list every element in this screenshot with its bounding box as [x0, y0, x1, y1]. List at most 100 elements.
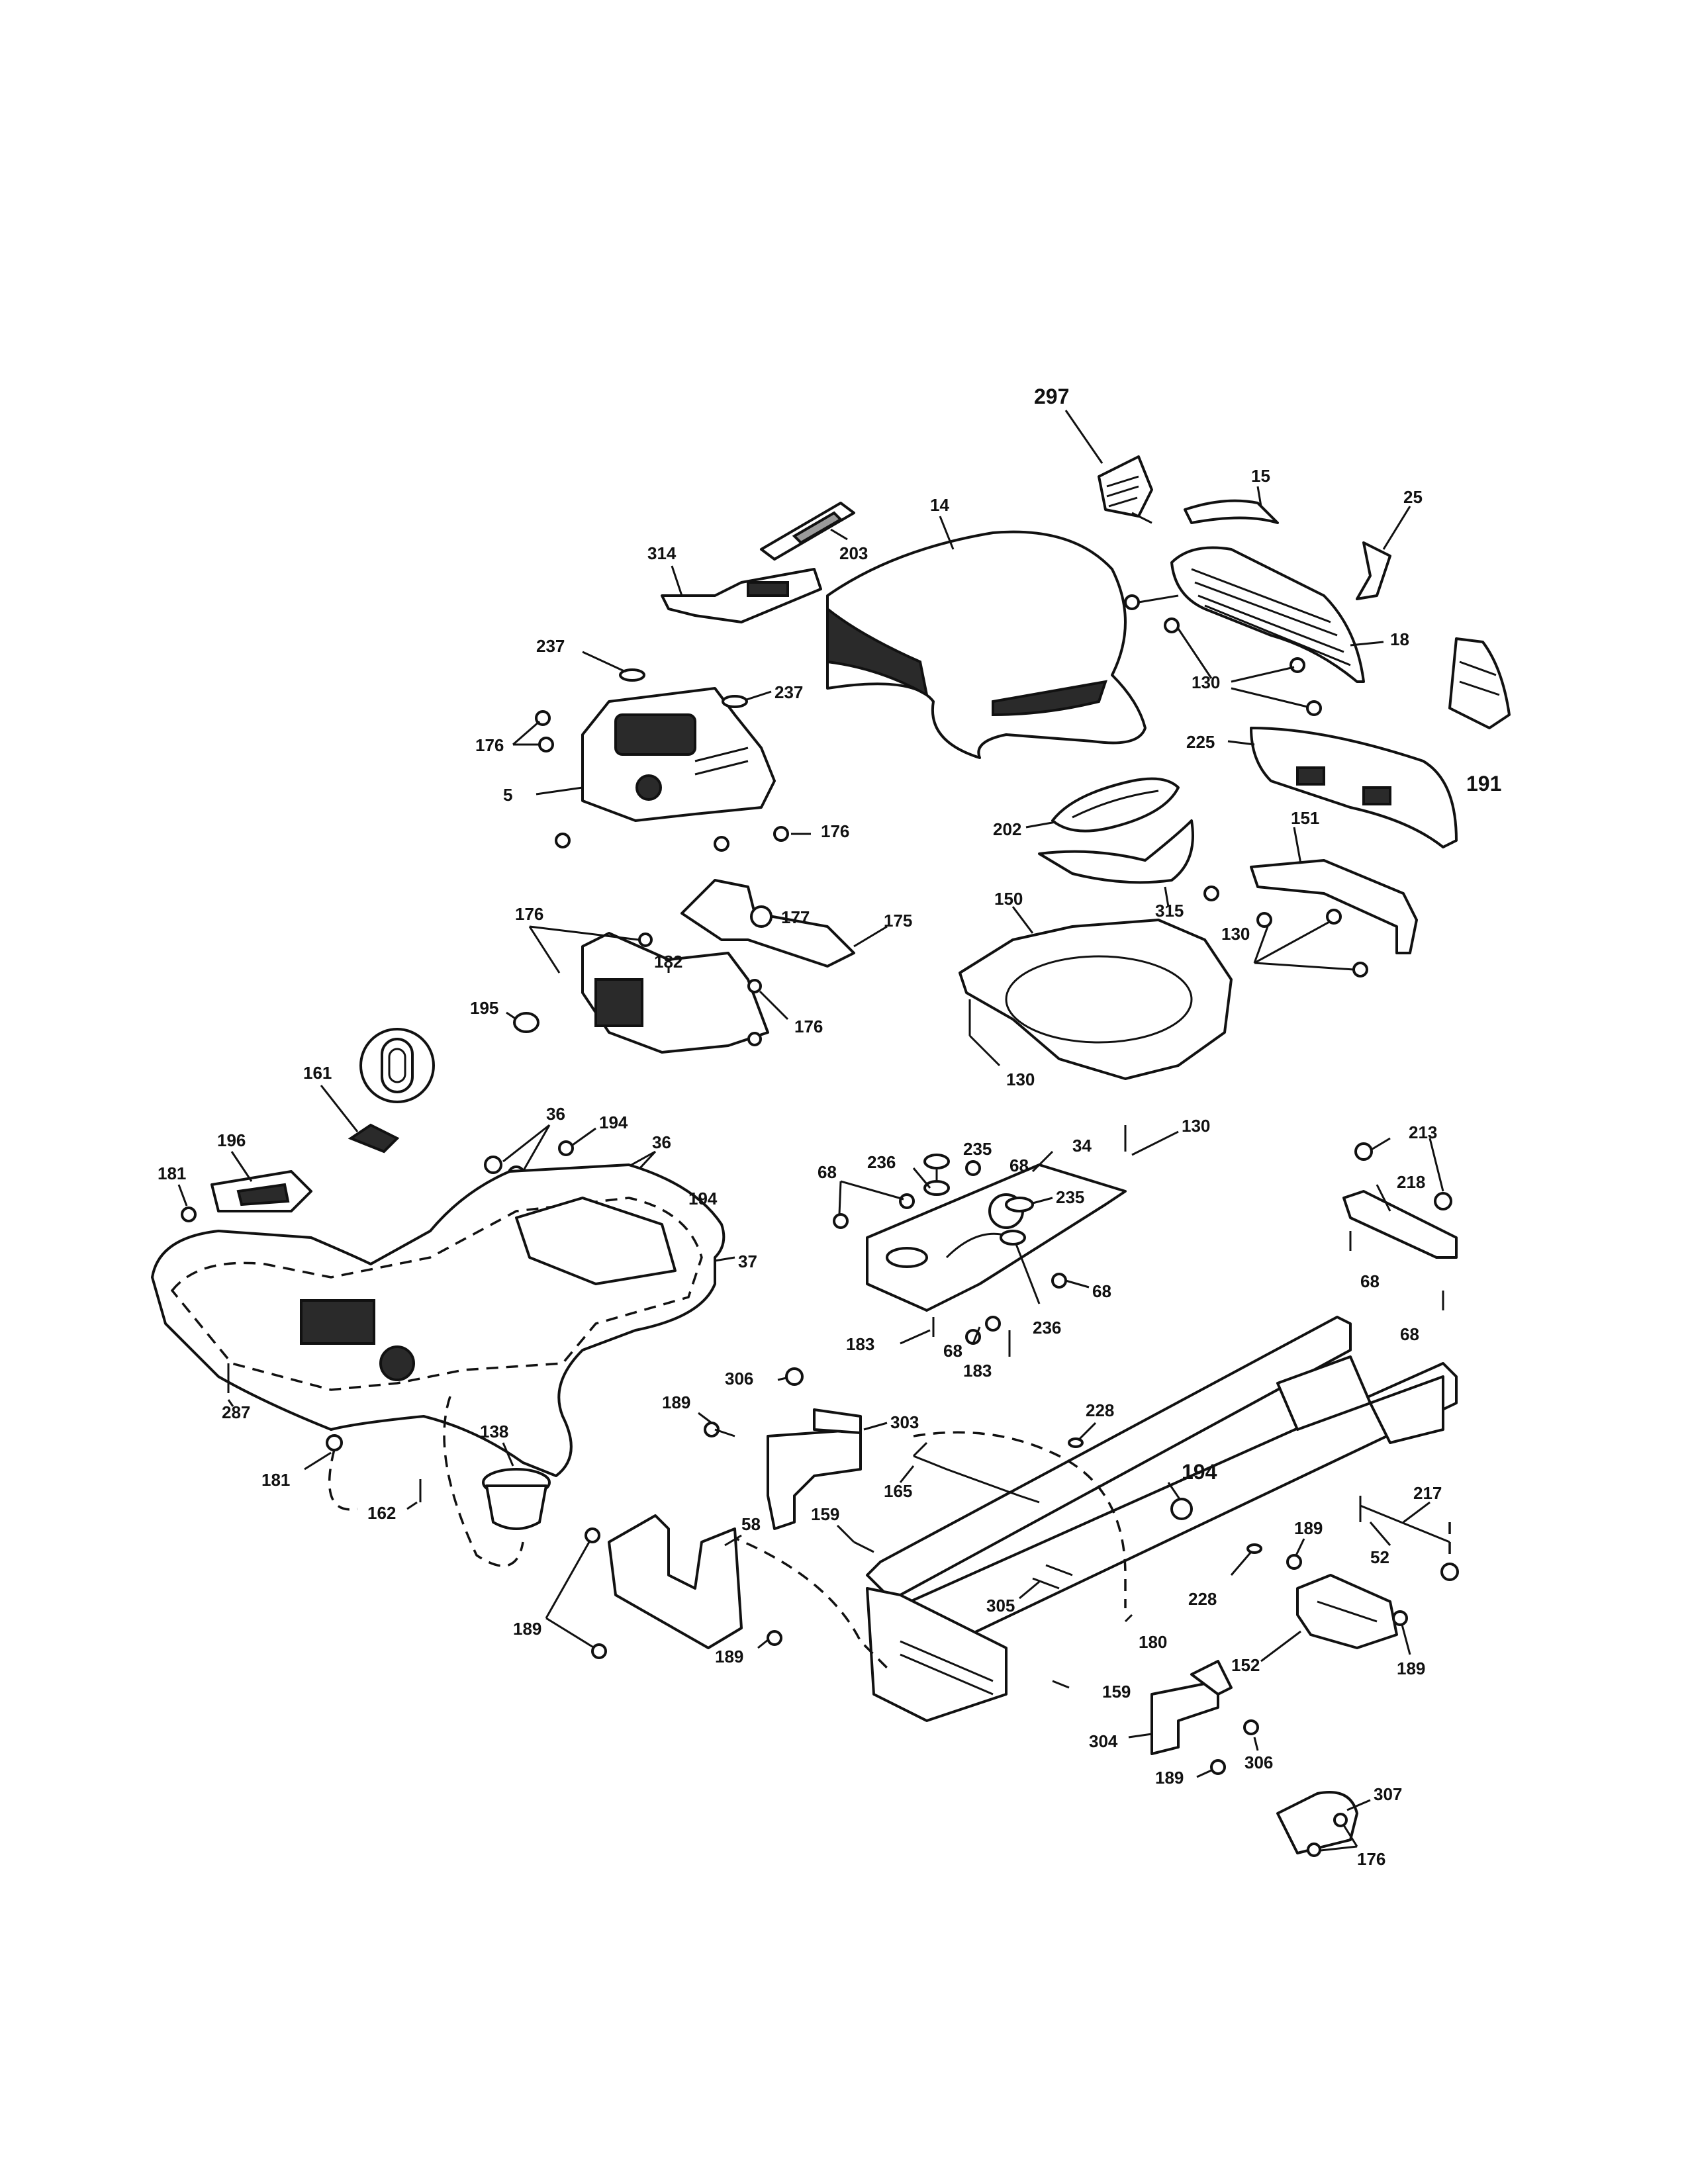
part-25-lens — [1356, 506, 1411, 600]
label-14: 14 — [930, 495, 949, 515]
part-180-frame — [866, 1316, 1458, 1722]
part-315-trim — [1038, 819, 1194, 907]
label-225: 225 — [1186, 732, 1215, 752]
part-162-screw — [406, 1479, 422, 1510]
label-37: 37 — [738, 1251, 757, 1271]
label-287: 287 — [222, 1402, 250, 1422]
label-138: 138 — [480, 1422, 508, 1441]
label-304: 304 — [1089, 1731, 1118, 1751]
label-52: 52 — [1370, 1547, 1389, 1567]
label-217: 217 — [1413, 1483, 1442, 1503]
dashed-cable-b — [443, 1396, 524, 1567]
label-237-a: 237 — [536, 636, 565, 656]
dashed-cable-a — [328, 1449, 358, 1511]
part-235-236-spacers — [912, 1154, 1053, 1304]
dashed-plate-loop — [727, 1534, 888, 1669]
label-34: 34 — [1072, 1136, 1092, 1156]
label-130-b: 130 — [1221, 924, 1250, 944]
label-161: 161 — [303, 1063, 332, 1083]
label-218: 218 — [1397, 1172, 1425, 1192]
part-130-screws-c — [968, 999, 1179, 1156]
part-314-bracket — [661, 565, 822, 623]
part-228-pin-a — [1068, 1422, 1097, 1448]
label-25: 25 — [1403, 487, 1423, 507]
label-15: 15 — [1251, 466, 1270, 486]
label-176-c: 176 — [515, 904, 543, 924]
label-213: 213 — [1409, 1122, 1437, 1142]
label-303: 303 — [890, 1412, 919, 1432]
part-5-dash — [536, 687, 776, 822]
label-181-a: 181 — [158, 1163, 186, 1183]
label-68-f: 68 — [1400, 1324, 1419, 1344]
label-151: 151 — [1291, 808, 1319, 828]
part-52-nut — [1369, 1522, 1459, 1581]
label-306-b: 306 — [1244, 1752, 1273, 1772]
part-159-screws — [836, 1524, 1070, 1689]
label-189-a: 189 — [662, 1392, 690, 1412]
label-177: 177 — [781, 907, 810, 927]
label-182: 182 — [654, 952, 682, 972]
part-165-rod — [899, 1441, 1040, 1504]
part-196-plate — [211, 1151, 312, 1212]
part-218-bracket — [1342, 1184, 1458, 1259]
part-68-bolts — [833, 1160, 1090, 1345]
label-68-c: 68 — [1360, 1271, 1380, 1291]
dashed-frame-loop — [913, 1431, 1127, 1608]
label-150: 150 — [994, 889, 1023, 909]
part-130-screws-b — [1203, 886, 1368, 978]
part-58-bracket — [608, 1514, 743, 1649]
part-number-labels: 297 15 25 14 203 314 18 130 237 237 191 … — [158, 385, 1501, 1869]
part-217-rod — [1359, 1496, 1450, 1543]
label-5: 5 — [503, 785, 512, 805]
part-176-screws-b — [528, 925, 789, 1046]
label-180: 180 — [1139, 1632, 1167, 1652]
label-194-a: 194 — [599, 1113, 628, 1132]
label-189-c: 189 — [513, 1619, 541, 1639]
part-237-caps — [582, 651, 772, 708]
part-191-headlight — [1448, 637, 1511, 729]
label-189-f: 189 — [1155, 1768, 1184, 1788]
part-287-screw — [227, 1363, 234, 1407]
part-183-bolts — [900, 1317, 1011, 1357]
part-15-trim — [1184, 486, 1279, 524]
part-307-cover — [1276, 1791, 1371, 1854]
label-235-b: 235 — [1056, 1187, 1084, 1207]
part-202-bezel — [1025, 777, 1180, 833]
label-203: 203 — [839, 543, 868, 563]
label-228-a: 228 — [1086, 1400, 1114, 1420]
part-305-screws — [1019, 1564, 1073, 1600]
label-194-b: 194 — [688, 1189, 718, 1208]
part-151-bracket — [1250, 827, 1418, 954]
label-152: 152 — [1231, 1655, 1260, 1675]
label-314: 314 — [647, 543, 677, 563]
label-191: 191 — [1466, 772, 1501, 796]
label-228-b: 228 — [1188, 1589, 1217, 1609]
label-176-d: 176 — [794, 1017, 823, 1036]
part-18-grille — [1170, 546, 1384, 683]
part-189-screws-b — [545, 1527, 782, 1659]
label-189-e: 189 — [1397, 1659, 1425, 1678]
label-194-c: 194 — [1182, 1460, 1217, 1484]
label-68-b: 68 — [818, 1162, 837, 1182]
part-37-fender — [151, 1163, 735, 1477]
label-68-d: 68 — [1092, 1281, 1111, 1301]
label-68-a: 68 — [1009, 1156, 1029, 1175]
label-68-e: 68 — [943, 1341, 962, 1361]
label-181-b: 181 — [261, 1470, 290, 1490]
label-235-a: 235 — [963, 1139, 992, 1159]
part-306-nut-b — [1243, 1719, 1259, 1751]
part-177-knob — [750, 905, 782, 928]
label-58: 58 — [741, 1514, 761, 1534]
part-297-grille — [1064, 410, 1153, 524]
label-162: 162 — [367, 1503, 396, 1523]
part-176-screws-e — [1307, 1813, 1358, 1857]
label-196: 196 — [217, 1130, 246, 1150]
label-183-b: 183 — [963, 1361, 992, 1381]
label-189-d: 189 — [715, 1647, 743, 1666]
label-189-b: 189 — [1294, 1518, 1323, 1538]
label-176-e: 176 — [1357, 1849, 1385, 1869]
part-304-cover — [1128, 1660, 1233, 1755]
label-297: 297 — [1034, 385, 1069, 408]
part-34-plate — [866, 1150, 1127, 1312]
